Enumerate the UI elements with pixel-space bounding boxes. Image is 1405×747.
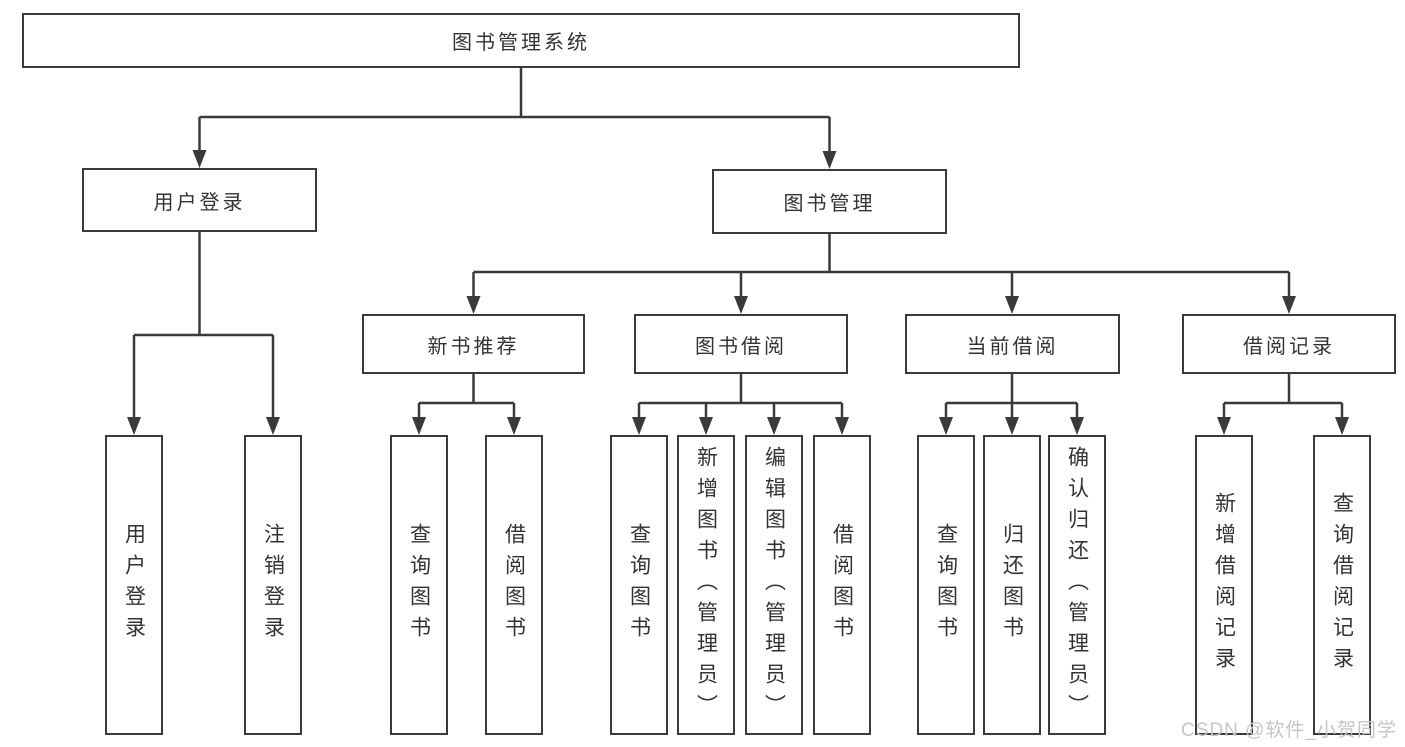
node-label: 图书管理系统 bbox=[452, 32, 590, 54]
arrowhead-icon bbox=[466, 296, 481, 314]
arrowhead-icon bbox=[1070, 417, 1084, 435]
node-library-system: 图书管理系统 bbox=[22, 13, 1020, 68]
node-new-book-recommend: 新书推荐 bbox=[362, 314, 585, 374]
node-book-borrowing: 图书借阅 bbox=[634, 314, 848, 374]
arrowhead-icon bbox=[699, 417, 713, 435]
node-borrowing-records: 借阅记录 bbox=[1182, 314, 1396, 374]
arrowhead-icon bbox=[734, 296, 748, 314]
leaf-add-borrow-record: 新增借阅记录 bbox=[1195, 435, 1253, 735]
node-label: 新增图书（管理员） bbox=[694, 445, 718, 725]
arrowhead-icon bbox=[1217, 417, 1231, 435]
connector-arrow-shafts bbox=[132, 117, 1344, 417]
node-label: 查询图书 bbox=[407, 523, 431, 647]
arrowhead-icon bbox=[1335, 417, 1349, 435]
arrowhead-icon bbox=[835, 417, 849, 435]
node-label: 新书推荐 bbox=[427, 335, 520, 358]
node-label: 查询图书 bbox=[934, 523, 958, 647]
arrowhead-icon bbox=[1282, 296, 1296, 314]
node-label: 编辑图书（管理员） bbox=[762, 445, 786, 725]
connector-rails bbox=[134, 68, 1342, 405]
node-label: 新增借阅记录 bbox=[1212, 492, 1236, 678]
leaf-borrow-book: 借阅图书 bbox=[813, 435, 871, 735]
node-user-login: 用户登录 bbox=[82, 168, 317, 232]
leaf-borrow-book-recommend: 借阅图书 bbox=[485, 435, 543, 735]
leaf-add-book-admin: 新增图书（管理员） bbox=[677, 435, 735, 735]
arrowhead-icon bbox=[822, 151, 837, 169]
node-label: 用户登录 bbox=[122, 523, 146, 647]
node-book-management: 图书管理 bbox=[712, 169, 947, 234]
node-label: 确认归还（管理员） bbox=[1065, 445, 1089, 725]
arrowhead-icon bbox=[767, 417, 781, 435]
node-label: 查询图书 bbox=[627, 523, 651, 647]
node-label: 注销登录 bbox=[261, 523, 285, 647]
arrowhead-icon bbox=[939, 417, 953, 435]
node-label: 当前借阅 bbox=[966, 335, 1059, 358]
leaf-query-book: 查询图书 bbox=[610, 435, 668, 735]
leaf-logout: 注销登录 bbox=[244, 435, 302, 735]
csdn-watermark: CSDN @软件_小贺同学 bbox=[1181, 720, 1397, 741]
arrowhead-icon bbox=[127, 417, 141, 435]
node-label: 借阅图书 bbox=[502, 523, 526, 647]
leaf-query-book-recommend: 查询图书 bbox=[390, 435, 448, 735]
node-label: 用户登录 bbox=[153, 191, 246, 214]
leaf-confirm-return-admin: 确认归还（管理员） bbox=[1048, 435, 1106, 735]
node-current-borrowing: 当前借阅 bbox=[905, 314, 1120, 374]
leaf-user-login: 用户登录 bbox=[105, 435, 163, 735]
arrowhead-icon bbox=[192, 150, 207, 168]
leaf-edit-book-admin: 编辑图书（管理员） bbox=[745, 435, 803, 735]
node-label: 图书借阅 bbox=[695, 335, 787, 358]
arrowhead-icon bbox=[632, 417, 646, 435]
node-label: 借阅图书 bbox=[830, 523, 854, 647]
leaf-return-book: 归还图书 bbox=[983, 435, 1041, 735]
leaf-query-borrow-record: 查询借阅记录 bbox=[1313, 435, 1371, 735]
node-label: 借阅记录 bbox=[1243, 335, 1335, 358]
arrowhead-icon bbox=[266, 417, 280, 435]
leaf-query-book-current: 查询图书 bbox=[917, 435, 975, 735]
arrowhead-icon bbox=[1005, 296, 1019, 314]
arrowhead-icon bbox=[412, 417, 426, 435]
arrowhead-icon bbox=[507, 417, 521, 435]
node-label: 归还图书 bbox=[1000, 523, 1024, 647]
arrowhead-icon bbox=[1005, 417, 1019, 435]
node-label: 图书管理 bbox=[783, 193, 876, 215]
node-label: 查询借阅记录 bbox=[1330, 492, 1354, 678]
